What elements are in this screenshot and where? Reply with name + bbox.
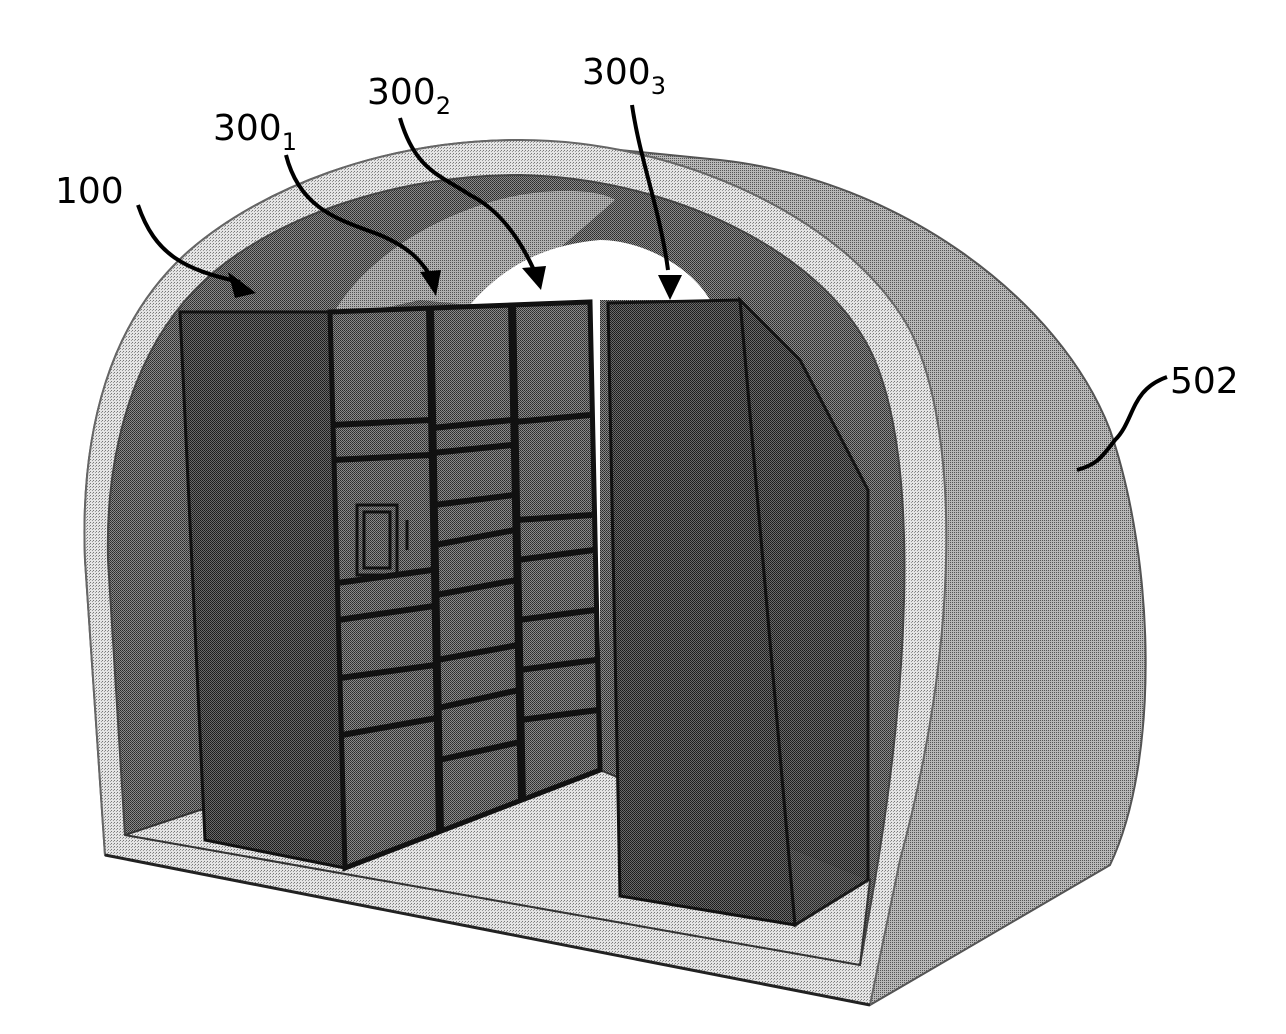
- label-300-2: 3002: [367, 72, 451, 120]
- locker-control-panel: [355, 503, 409, 577]
- arrow-100-icon: [228, 272, 256, 298]
- cabinet-100-front: [178, 310, 347, 870]
- label-300-1: 3001: [213, 108, 297, 156]
- locker-column-3-shelves: [513, 412, 599, 723]
- leader-502: [1076, 375, 1168, 472]
- label-100: 100: [55, 171, 124, 212]
- leader-100: [136, 204, 241, 284]
- reference-labels: 100 3001 3002 3003 502: [55, 52, 1239, 402]
- floor-front-edge: [104, 853, 871, 1007]
- locker-column-2-shelves: [431, 417, 521, 763]
- arrow-300-1-icon: [420, 270, 441, 296]
- label-502: 502: [1170, 361, 1239, 402]
- arrow-300-3-icon: [658, 275, 682, 300]
- leader-300-1: [284, 154, 432, 277]
- leader-300-2: [398, 117, 535, 269]
- locker-bank-front: [327, 299, 603, 872]
- arrow-300-2-icon: [522, 266, 546, 290]
- leader-300-3: [630, 104, 670, 271]
- label-300-3: 3003: [582, 52, 666, 100]
- leader-lines: [136, 104, 1168, 472]
- cabinet-300-3-side: [738, 296, 870, 928]
- locker-column-1-shelves: [331, 417, 438, 738]
- locker-divider-1: [426, 307, 444, 833]
- enclosure-inner-arch: [330, 190, 615, 320]
